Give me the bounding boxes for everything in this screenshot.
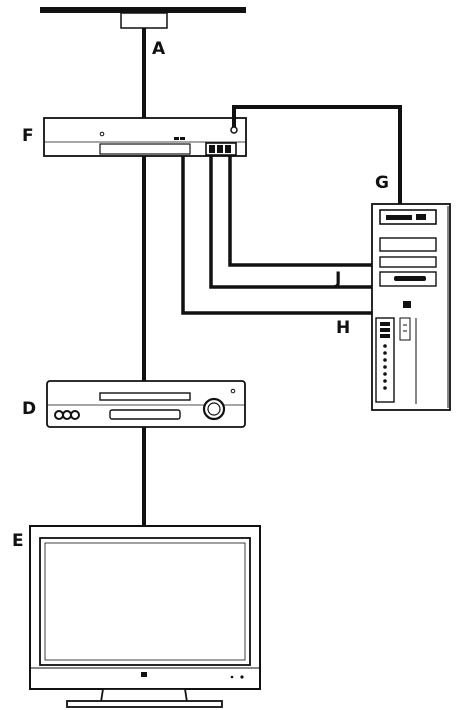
vcr-volume-knob-icon <box>202 397 226 421</box>
card-slot-1 <box>380 322 390 326</box>
label-cable-h: H <box>336 318 350 338</box>
vcr-button-icon <box>62 410 72 420</box>
settop-button-icon-2 <box>180 137 185 140</box>
tv-power-led-icon <box>230 675 234 679</box>
av-jack-2 <box>217 145 223 153</box>
tv-screen-inner <box>44 542 246 661</box>
av-jack-3 <box>225 145 231 153</box>
settop-coax-port-icon <box>230 126 238 134</box>
cable-h <box>181 156 372 315</box>
tv-stand-base <box>66 700 223 708</box>
settop-power-led-icon <box>99 131 105 137</box>
vcr-cassette-slot <box>99 392 191 401</box>
port-dot-icon <box>383 372 387 376</box>
port-dot-icon <box>383 365 387 369</box>
vcr-button-icon <box>70 410 80 420</box>
vcr-volume-knob-inner <box>207 402 221 416</box>
av-jack-1 <box>209 145 215 153</box>
vcr-button-icon <box>54 410 64 420</box>
label-settop-box: F <box>22 126 34 146</box>
label-computer-cable: G <box>375 173 389 193</box>
antenna-mount <box>120 12 168 29</box>
vcr-receiver <box>46 380 246 428</box>
settop-box <box>43 117 247 157</box>
cable-g <box>232 105 402 204</box>
tv-logo-icon <box>141 672 147 677</box>
optical-drive-tray <box>394 276 426 281</box>
tv-power-button-icon <box>240 675 244 679</box>
hp-logo-icon <box>403 301 411 308</box>
port-dot-icon <box>383 358 387 362</box>
television <box>29 525 261 708</box>
drive-bay-3 <box>379 256 437 268</box>
label-vcr: D <box>22 399 36 419</box>
tower-top-bay-button <box>416 214 426 220</box>
label-tv: E <box>12 531 24 551</box>
settop-box-slot <box>99 143 191 155</box>
port-dot-icon <box>383 351 387 355</box>
settop-button-icon <box>174 137 179 140</box>
computer-tower <box>371 203 451 411</box>
card-slot-2 <box>380 328 390 332</box>
ceiling-bar <box>40 7 246 13</box>
front-ports <box>399 317 411 341</box>
label-cable-j: J <box>334 269 341 289</box>
tower-top-bay-slot <box>386 215 412 220</box>
port-dot-icon <box>383 344 387 348</box>
port-dot-icon <box>383 379 387 383</box>
antenna-source <box>40 7 246 29</box>
cable-j-2 <box>209 155 372 289</box>
card-slot-3 <box>380 334 390 338</box>
port-dot-icon <box>383 386 387 390</box>
drive-bay-2 <box>379 237 437 252</box>
cable-j-1 <box>228 155 372 267</box>
tv-stand <box>99 688 189 703</box>
vcr-power-led-icon <box>230 388 236 394</box>
label-antenna: A <box>152 39 166 59</box>
vcr-display <box>109 409 181 420</box>
